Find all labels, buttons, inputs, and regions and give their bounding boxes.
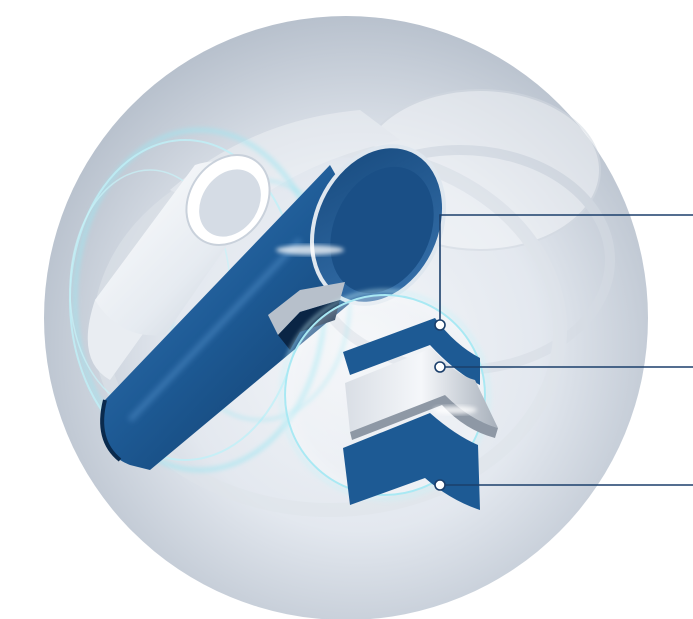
callout-dot-outer	[435, 320, 445, 330]
callout-dot-inner	[435, 480, 445, 490]
callout-dot-middle	[435, 362, 445, 372]
